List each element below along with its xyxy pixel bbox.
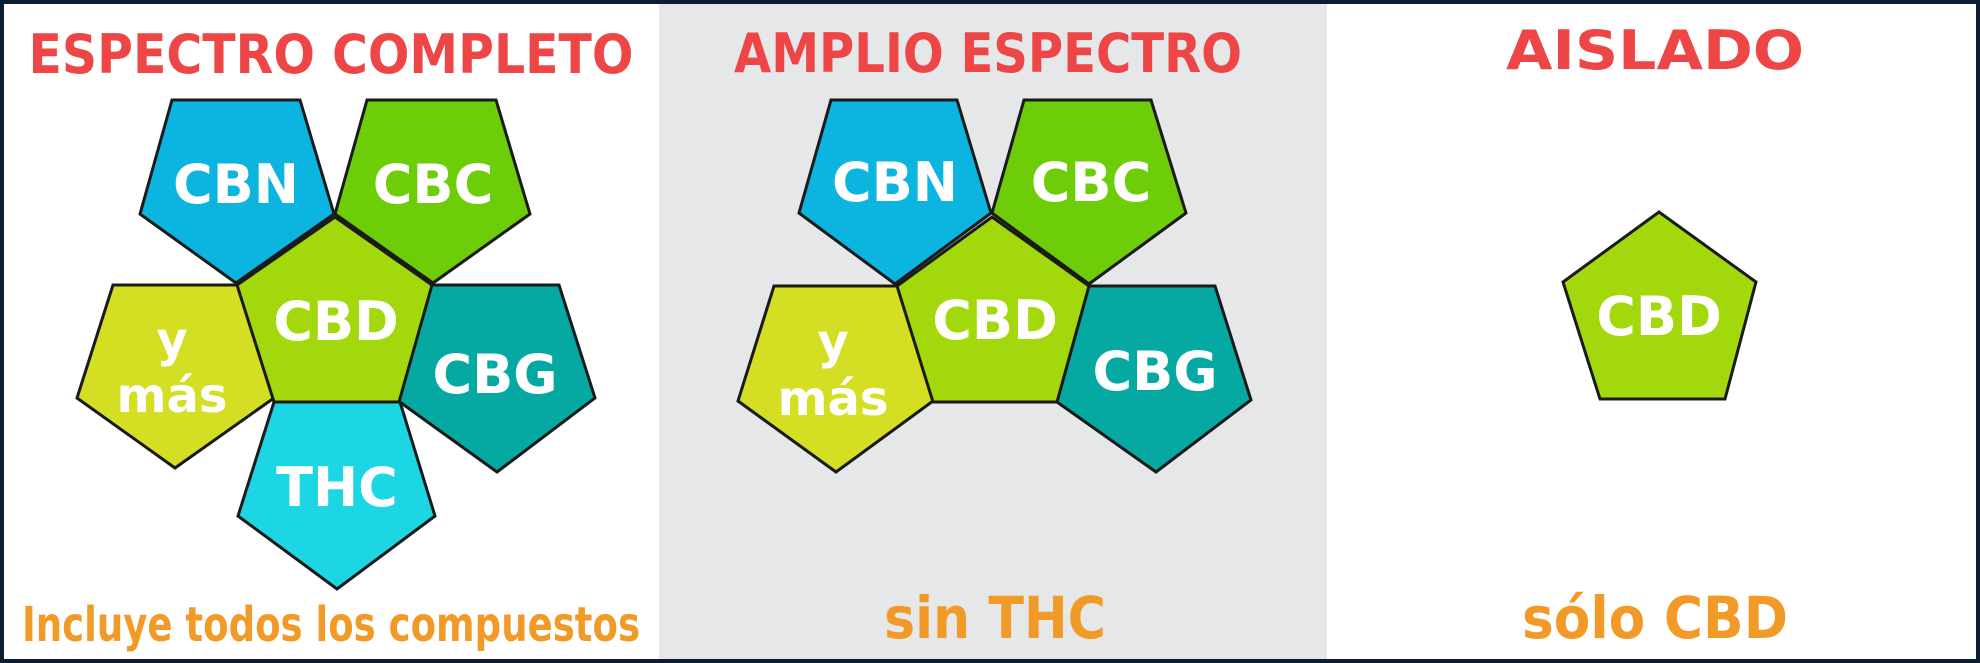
compound-ymas: y más [736,284,935,474]
compound-label: CBG [432,343,557,406]
compound-cbc: CBC [990,98,1188,286]
compound-ymas: y más [75,283,276,470]
compound-label: CBC [373,153,493,216]
compound-label-line2: más [117,368,228,424]
compound-label-line1: y [817,314,848,370]
compound-label: CBD [273,290,399,353]
compound-thc: THC [236,400,437,591]
compound-cbn: CBN [138,98,336,285]
panel-isolate: AISLADO CBD sólo CBD [1327,4,1976,659]
panel-title: ESPECTRO COMPLETO [29,23,634,86]
panel-footer: sin THC [884,584,1106,652]
compound-label: CBC [1031,151,1151,214]
compound-cbc: CBC [333,98,532,285]
compound-label-line1: y [156,312,187,368]
compound-label: THC [276,456,398,519]
compound-label: CBN [832,151,958,214]
panel-footer: Incluye todos los compuestos [22,597,640,653]
compound-label: CBD [1596,285,1722,348]
compound-label: CBD [932,289,1058,352]
compound-cbg: CBG [1055,284,1253,474]
compound-label-line2: más [778,371,889,427]
compound-label: CBG [1092,340,1217,403]
panel-title: AISLADO [1506,19,1804,82]
compound-cbd: CBD [235,215,434,404]
compound-cbd: CBD [1561,210,1758,401]
panel-full-spectrum: ESPECTRO COMPLETO CBN CBC y más CBG THC [4,4,659,659]
panel-broad-spectrum: AMPLIO ESPECTRO CBN CBC y más CBG CBD [659,4,1327,659]
panel-footer: sólo CBD [1522,584,1788,652]
compound-cbg: CBG [395,283,597,474]
compound-label: CBN [173,153,299,216]
compound-cbd: CBD [895,215,1091,404]
compound-cbn: CBN [797,98,993,286]
panel-title: AMPLIO ESPECTRO [734,22,1242,85]
